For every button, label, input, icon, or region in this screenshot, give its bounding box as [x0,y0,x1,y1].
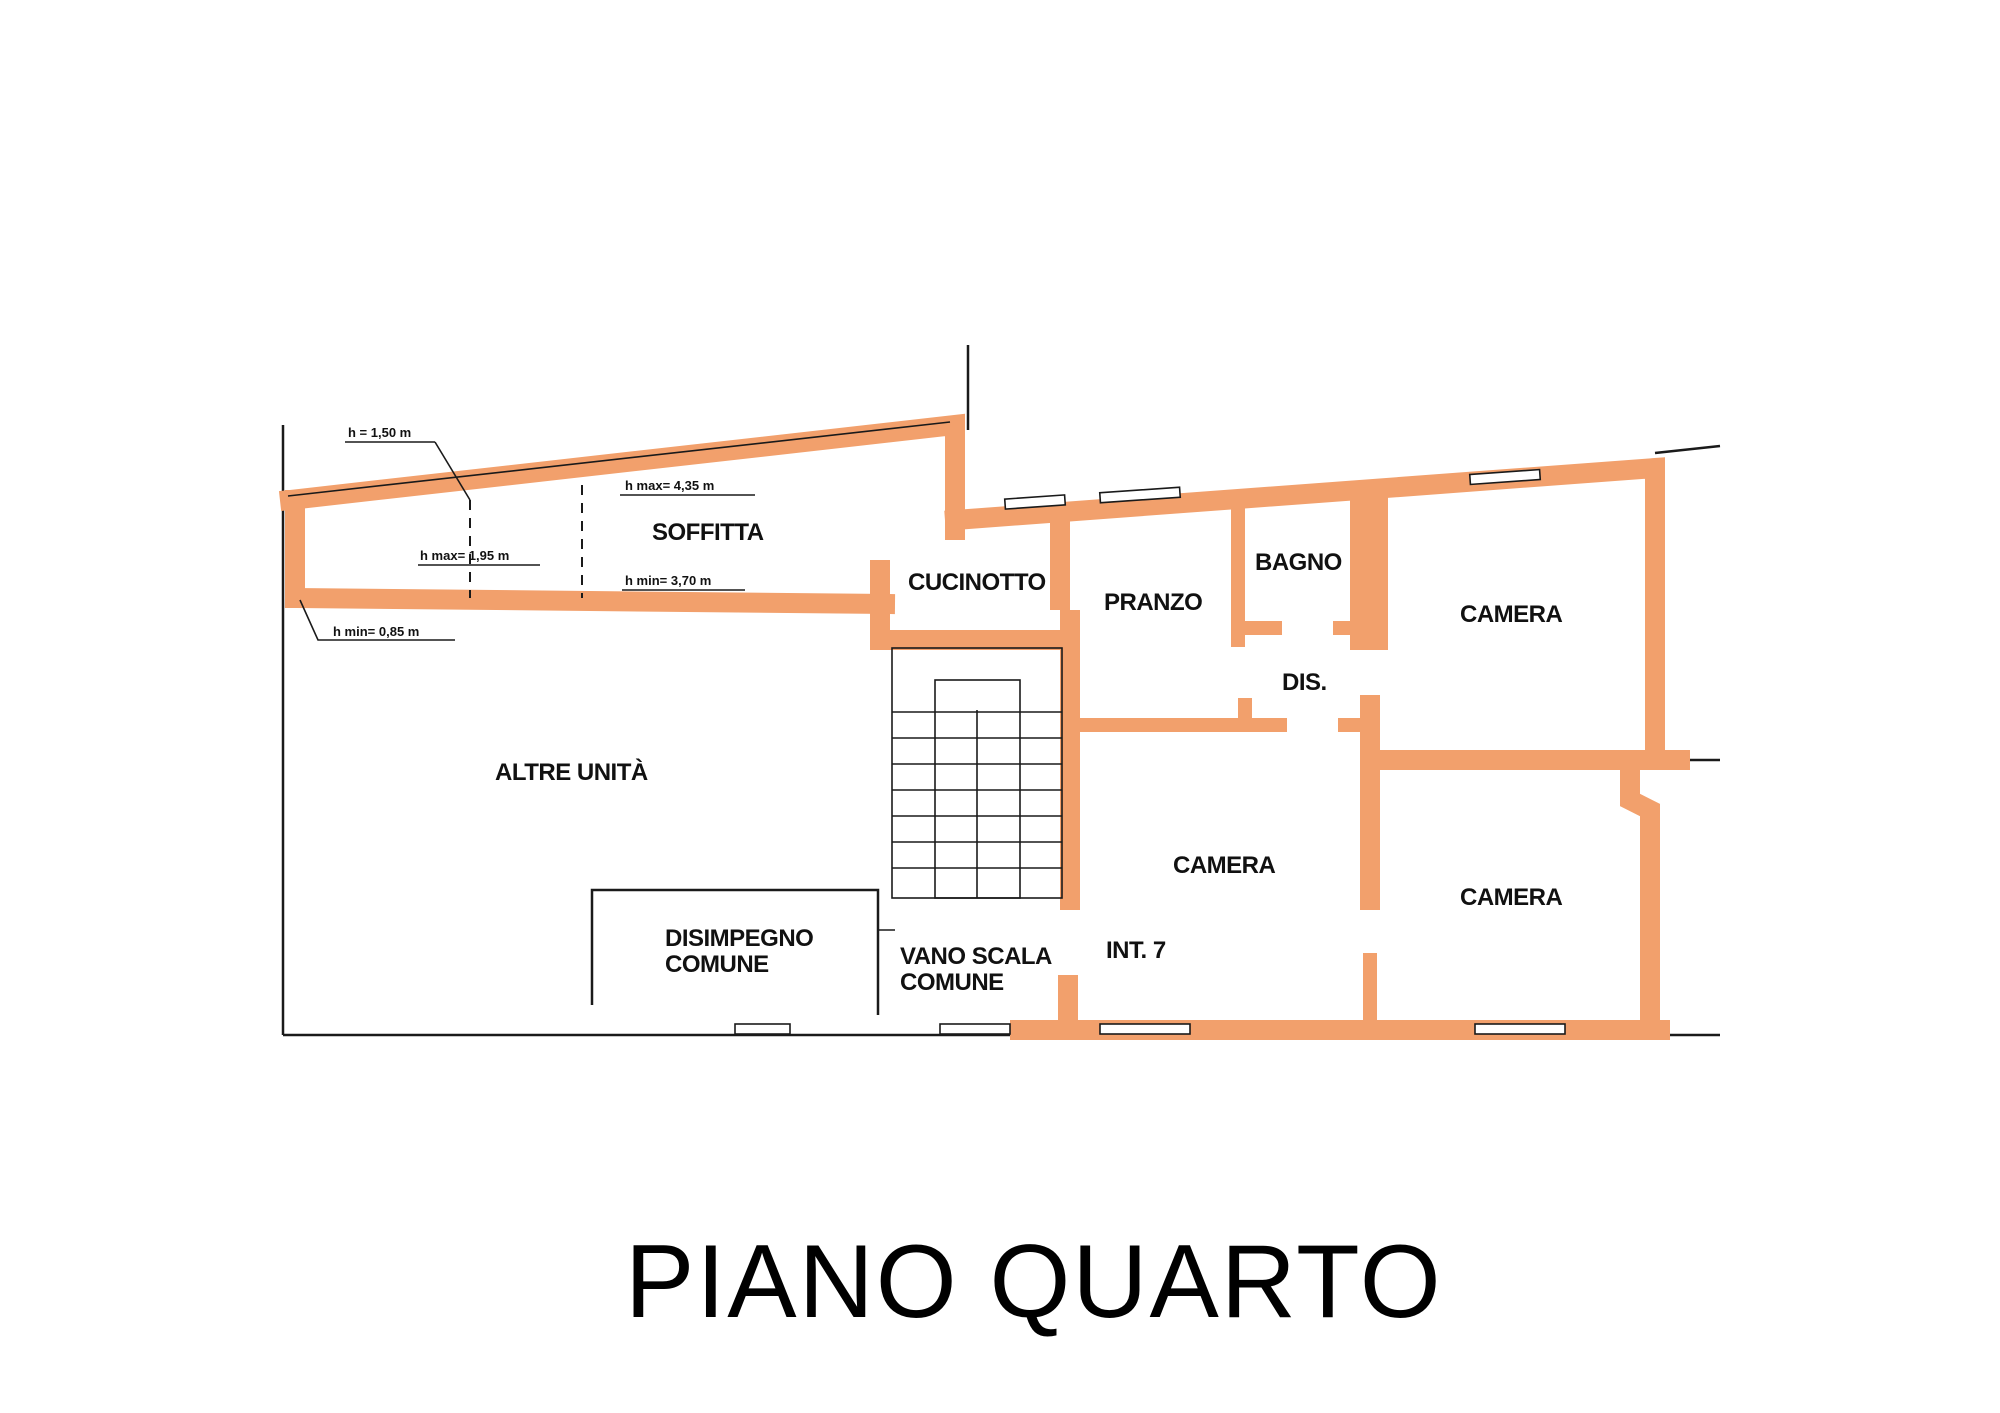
disimpegno-box [590,888,895,1015]
window-stair [939,1023,1011,1035]
window-camera-center [1099,1023,1191,1035]
label-bagno: BAGNO [1255,549,1342,576]
soffitta-top-ink [287,421,951,497]
soffitta-top-wall [278,413,965,540]
label-dis: DIS. [1282,669,1327,696]
note-hmax1: h max= 4,35 m [625,478,714,493]
height-notes: h = 1,50 m h max= 4,35 m h max= 1,95 m h… [333,425,714,639]
window-camera-ne [1468,468,1542,486]
right-boundary-line [1654,444,1721,455]
disimpegno-outline [590,888,880,1015]
note-hmin1: h min= 3,70 m [625,573,711,588]
label-soffitta: SOFFITTA [652,519,764,546]
plan-title: PIANO QUARTO [625,1224,1443,1340]
soffitta-bottom-wall [284,587,896,615]
window-cucinotto [1003,494,1067,510]
leader-hmin2 [299,599,455,641]
note-h1: h = 1,50 m [348,425,411,440]
windows [734,468,1566,1035]
context-lines [281,345,1721,1037]
note-hmax2: h max= 1,95 m [420,548,509,563]
soffitta-walls [278,413,965,615]
label-camera-center: CAMERA [1173,852,1275,879]
cucinotto-south-wall [870,560,1065,650]
label-disimpegno-1: DISIMPEGNO [665,925,813,952]
label-camera-se: CAMERA [1460,884,1562,911]
label-camera-ne: CAMERA [1460,601,1562,628]
staircase [891,647,1063,899]
label-cucinotto: CUCINOTTO [908,569,1046,596]
label-vano-1: VANO SCALA [900,943,1052,970]
note-hmin2: h min= 0,85 m [333,624,419,639]
label-pranzo: PRANZO [1104,589,1202,616]
leader-h1 [434,441,471,501]
window-camera-se [1474,1023,1566,1035]
camera-se-east-wall [1620,750,1660,1040]
height-leaders [299,441,755,641]
window-disimpegno [734,1023,791,1035]
label-int: INT. 7 [1106,937,1166,964]
label-disimpegno-2: COMUNE [665,951,769,978]
window-pranzo [1098,486,1182,504]
room-labels: SOFFITTA CUCINOTTO PRANZO BAGNO CAMERA D… [495,519,1563,996]
label-vano-2: COMUNE [900,969,1004,996]
apartment-top-wall [944,457,1665,770]
label-altre-unita: ALTRE UNITÀ [495,758,648,786]
